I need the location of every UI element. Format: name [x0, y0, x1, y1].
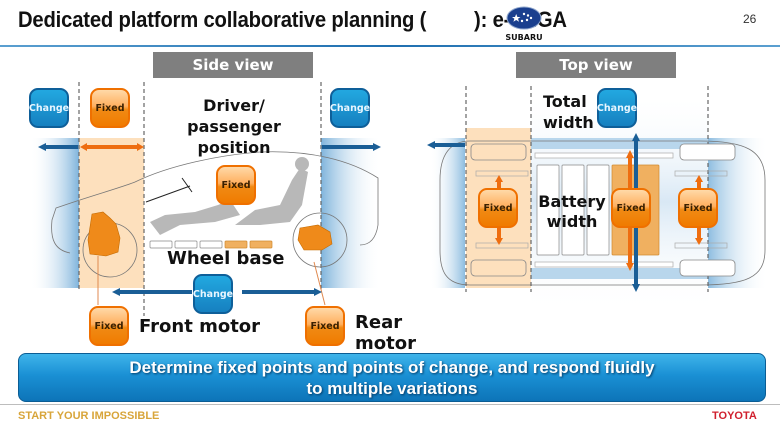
front-axle-fixed-badge: Fixed — [478, 188, 518, 228]
title-prefix: Dedicated platform collaborative plannin… — [18, 7, 427, 32]
total-width-line1: Total — [543, 92, 587, 111]
rear-axle-fixed-badge: Fixed — [678, 188, 718, 228]
footer-slogan: START YOUR IMPOSSIBLE — [18, 410, 160, 422]
seating-fixed-badge: Fixed — [216, 165, 256, 205]
top-view-diagram: Top view Change Fixed Fixed Fixed Total … — [400, 48, 780, 348]
battery-width-line1: Battery — [538, 192, 606, 211]
wheel-base-label: Wheel base — [167, 248, 285, 269]
page-number: 26 — [743, 12, 757, 26]
driver-position-line2: passenger position — [187, 117, 281, 157]
banner-line1: Determine fixed points and points of cha… — [129, 357, 655, 377]
footer-divider — [0, 404, 780, 405]
toyota-logo: TOYOTA — [712, 410, 757, 422]
front-overhang-change-badge: Change — [29, 88, 69, 128]
total-width-label: Total width — [543, 91, 594, 133]
front-fixed-zone — [79, 138, 144, 288]
battery-fixed-badge: Fixed — [611, 188, 651, 228]
front-motor-label: Front motor — [139, 316, 261, 337]
driver-figure — [150, 200, 240, 235]
side-view-diagram: Side view Change Fixed Change Fixed Chan… — [0, 48, 416, 354]
passenger-figure — [235, 168, 308, 225]
rear-wheel — [292, 212, 348, 268]
subaru-logo: SUBARU — [496, 3, 552, 43]
total-width-change-badge: Change — [597, 88, 637, 128]
side-view-label: Side view — [153, 52, 313, 78]
driver-position-line1: Driver/ — [203, 96, 265, 115]
rear-motor-fixed-badge: Fixed — [305, 306, 345, 346]
banner-line2: to multiple variations — [306, 378, 478, 398]
side-view-graphic — [30, 82, 381, 316]
summary-banner: Determine fixed points and points of cha… — [18, 353, 766, 402]
rear-overhang-change-badge: Change — [330, 88, 370, 128]
total-width-line2: width — [543, 113, 594, 132]
wheel-base-change-badge: Change — [193, 274, 233, 314]
car-outline — [51, 151, 379, 254]
front-motor-fixed-badge: Fixed — [89, 306, 129, 346]
battery-width-line2: width — [546, 212, 598, 231]
front-motor-shape — [87, 211, 121, 257]
rear-overhang-zone — [321, 138, 381, 288]
top-view-label: Top view — [516, 52, 676, 78]
subaru-logo-text: SUBARU — [505, 33, 542, 42]
front-section-fixed-badge: Fixed — [90, 88, 130, 128]
car-top-outline — [439, 140, 766, 286]
driver-position-label: Driver/ passenger position — [148, 95, 320, 158]
page-title: Dedicated platform collaborative plannin… — [18, 7, 567, 33]
title-divider — [0, 45, 780, 47]
rear-motor-shape — [297, 224, 333, 251]
battery-width-label: Battery width — [537, 192, 607, 232]
rear-motor-label: Rear motor — [355, 312, 416, 354]
